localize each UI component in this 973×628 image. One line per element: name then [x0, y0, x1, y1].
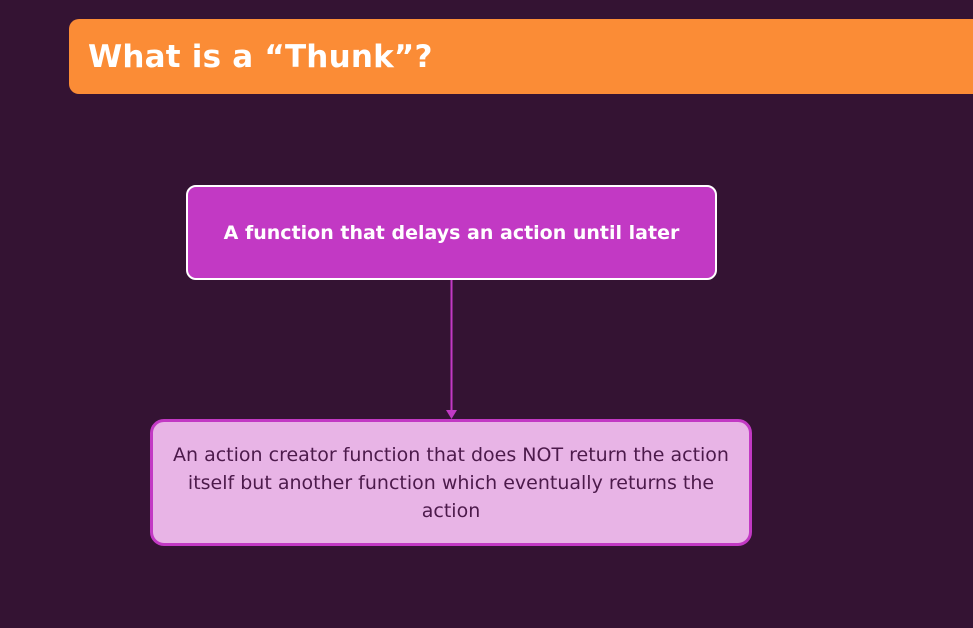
- definition-node-short: A function that delays an action until l…: [186, 185, 717, 280]
- slide-title: What is a “Thunk”?: [88, 38, 433, 75]
- definition-node-detailed: An action creator function that does NOT…: [150, 419, 752, 546]
- definition-node-detailed-text: An action creator function that does NOT…: [173, 443, 729, 522]
- title-bar: What is a “Thunk”?: [69, 19, 973, 94]
- definition-node-short-text: A function that delays an action until l…: [223, 221, 680, 244]
- arrowhead-icon: [446, 410, 457, 419]
